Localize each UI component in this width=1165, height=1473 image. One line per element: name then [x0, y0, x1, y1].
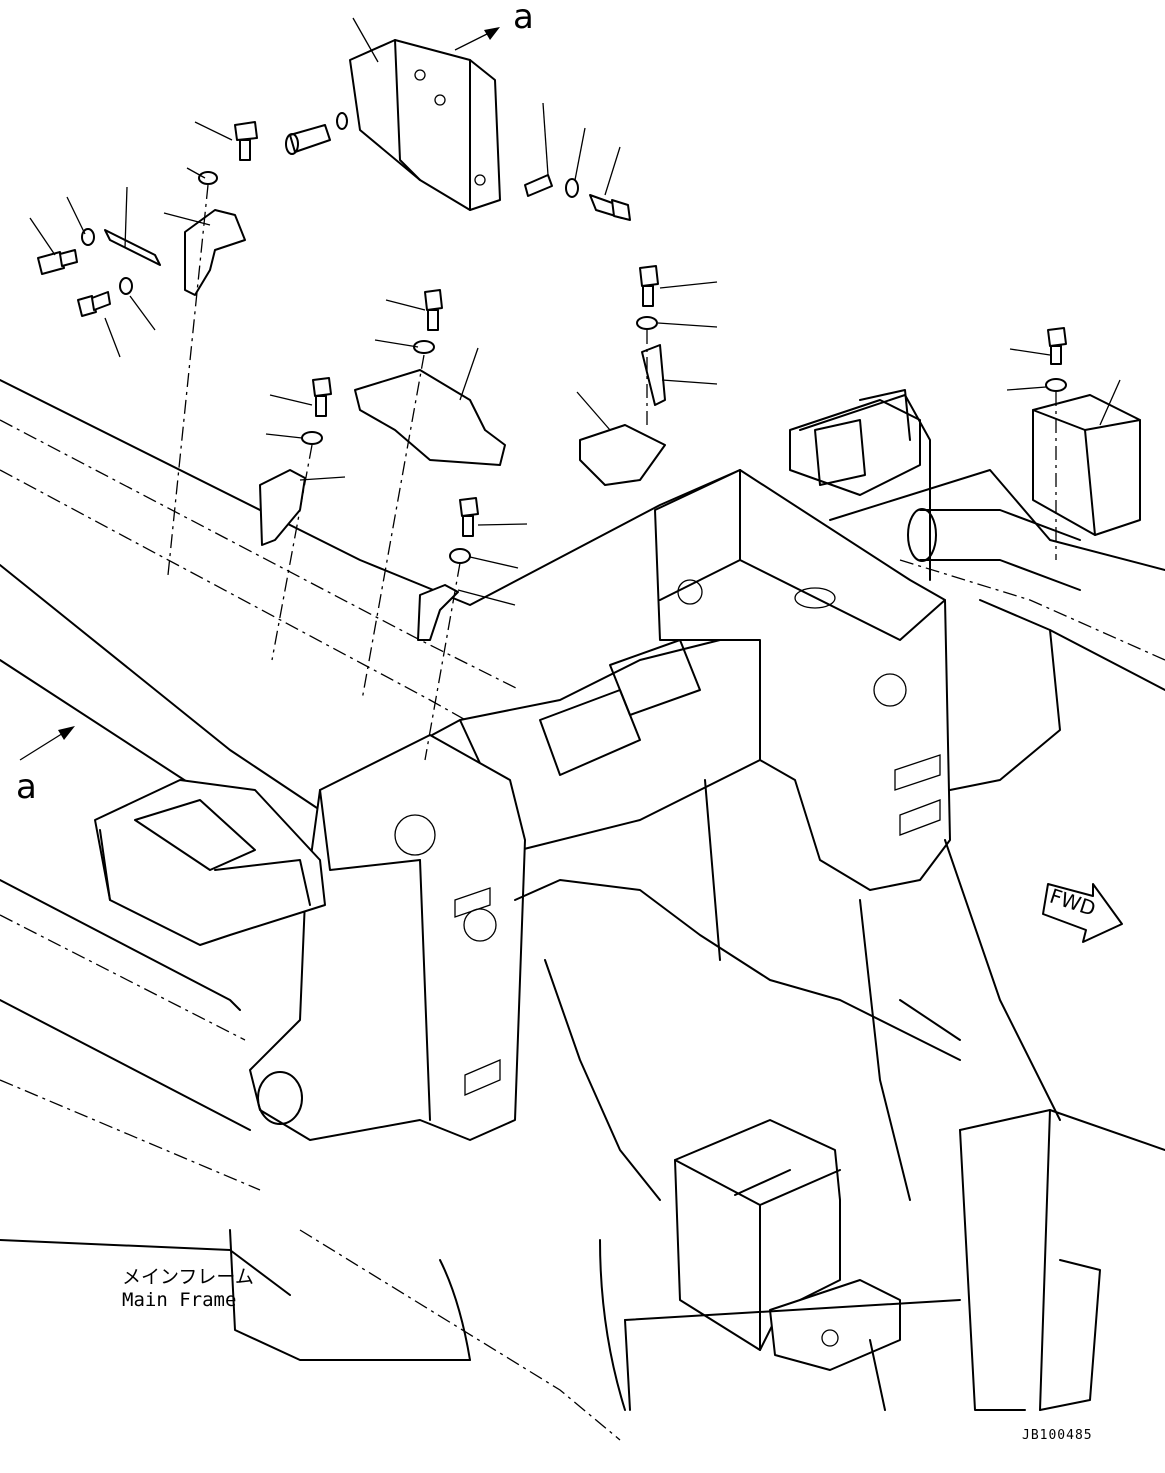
ref-a-arrows — [19, 27, 500, 761]
fwd-direction-arrow: FWD — [1038, 866, 1128, 950]
main-frame — [0, 379, 1165, 1441]
ref-mark-left: a — [16, 767, 37, 807]
main-frame-label-en: Main Frame — [122, 1289, 237, 1311]
fwd-arrow-icon: FWD — [1042, 883, 1123, 943]
main-frame-label-jp: メインフレーム — [122, 1266, 254, 1288]
drawing-code: JB100485 — [1022, 1428, 1093, 1443]
exploded-parts — [37, 39, 1141, 641]
leader-lines — [29, 17, 1121, 761]
ref-mark-top: a — [513, 0, 534, 37]
